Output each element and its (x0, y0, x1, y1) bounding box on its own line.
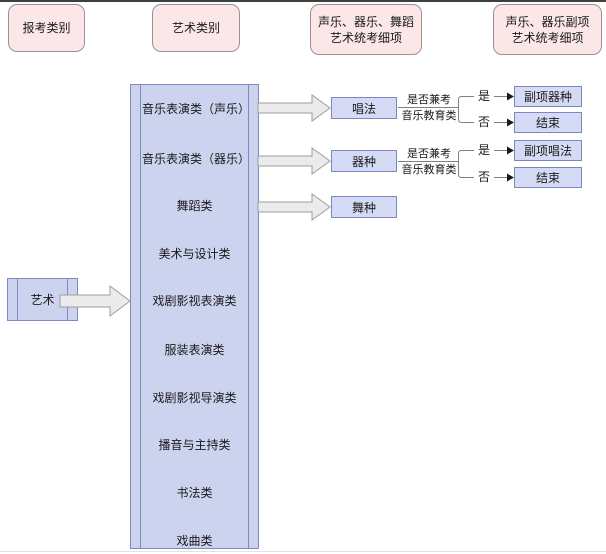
process-inner-line (140, 85, 141, 548)
header-label-line1: 声乐、器乐副项 (505, 14, 590, 29)
category-item: 服装表演类 (164, 343, 225, 357)
block-arrow-vocal (257, 94, 331, 122)
end-box: 结束 (514, 112, 582, 133)
process-inner-line (17, 279, 18, 320)
category-item: 播音与主持类 (158, 438, 231, 452)
condition-label-line2: 音乐教育类 (401, 163, 457, 176)
header-unified-exam-details: 声乐、器乐、舞蹈 艺术统考细项 (310, 4, 422, 55)
block-arrow-instrument (257, 147, 331, 175)
category-item: 书法类 (176, 486, 213, 500)
category-item: 戏剧影视导演类 (152, 391, 237, 405)
no-label: 否 (477, 170, 490, 184)
arrowhead (507, 118, 514, 127)
arrowhead (507, 92, 514, 101)
condition-label-line2: 音乐教育类 (401, 109, 457, 122)
detail-box-instrument-type: 器种 (331, 150, 397, 172)
header-label-line1: 声乐、器乐、舞蹈 (317, 14, 414, 29)
arrowhead (507, 146, 514, 155)
header-label-line2: 艺术统考细项 (511, 30, 584, 45)
category-item: 音乐表演类（声乐） (142, 102, 251, 116)
target-box-secondary-vocal: 副项唱法 (514, 140, 582, 161)
art-source-box: 艺术 (7, 278, 78, 321)
header-art-category: 艺术类别 (152, 4, 240, 52)
header-registration-category: 报考类别 (8, 4, 85, 52)
category-item: 戏曲类 (176, 534, 213, 548)
detail-box-dance-type: 舞种 (331, 196, 397, 218)
condition-label-line1: 是否兼考 (407, 147, 451, 160)
process-inner-line (248, 85, 249, 548)
bottom-border-line (0, 551, 606, 552)
art-source-label: 艺术 (30, 293, 55, 307)
header-label-line2: 艺术统考细项 (329, 30, 402, 45)
arrowhead (507, 173, 514, 182)
yes-label: 是 (477, 143, 490, 157)
header-label: 艺术类别 (171, 21, 220, 35)
header-secondary-exam-details: 声乐、器乐副项 艺术统考细项 (493, 4, 602, 55)
end-box: 结束 (514, 167, 582, 188)
condition-label-line1: 是否兼考 (407, 93, 451, 106)
target-box-secondary-instrument: 副项器种 (514, 86, 582, 107)
block-arrow-dance (257, 193, 331, 221)
art-categories-column: 音乐表演类（声乐） 音乐表演类（器乐） 舞蹈类 美术与设计类 戏剧影视表演类 服… (130, 84, 259, 549)
top-border-line (0, 0, 606, 2)
process-inner-line (67, 279, 68, 320)
yes-label: 是 (477, 89, 490, 103)
header-label: 报考类别 (22, 21, 71, 35)
category-item: 音乐表演类（器乐） (142, 152, 251, 166)
detail-box-vocal-method: 唱法 (331, 97, 397, 119)
category-item: 戏剧影视表演类 (152, 294, 237, 308)
no-label: 否 (477, 115, 490, 129)
category-item: 舞蹈类 (176, 199, 213, 213)
category-item: 美术与设计类 (158, 247, 231, 261)
